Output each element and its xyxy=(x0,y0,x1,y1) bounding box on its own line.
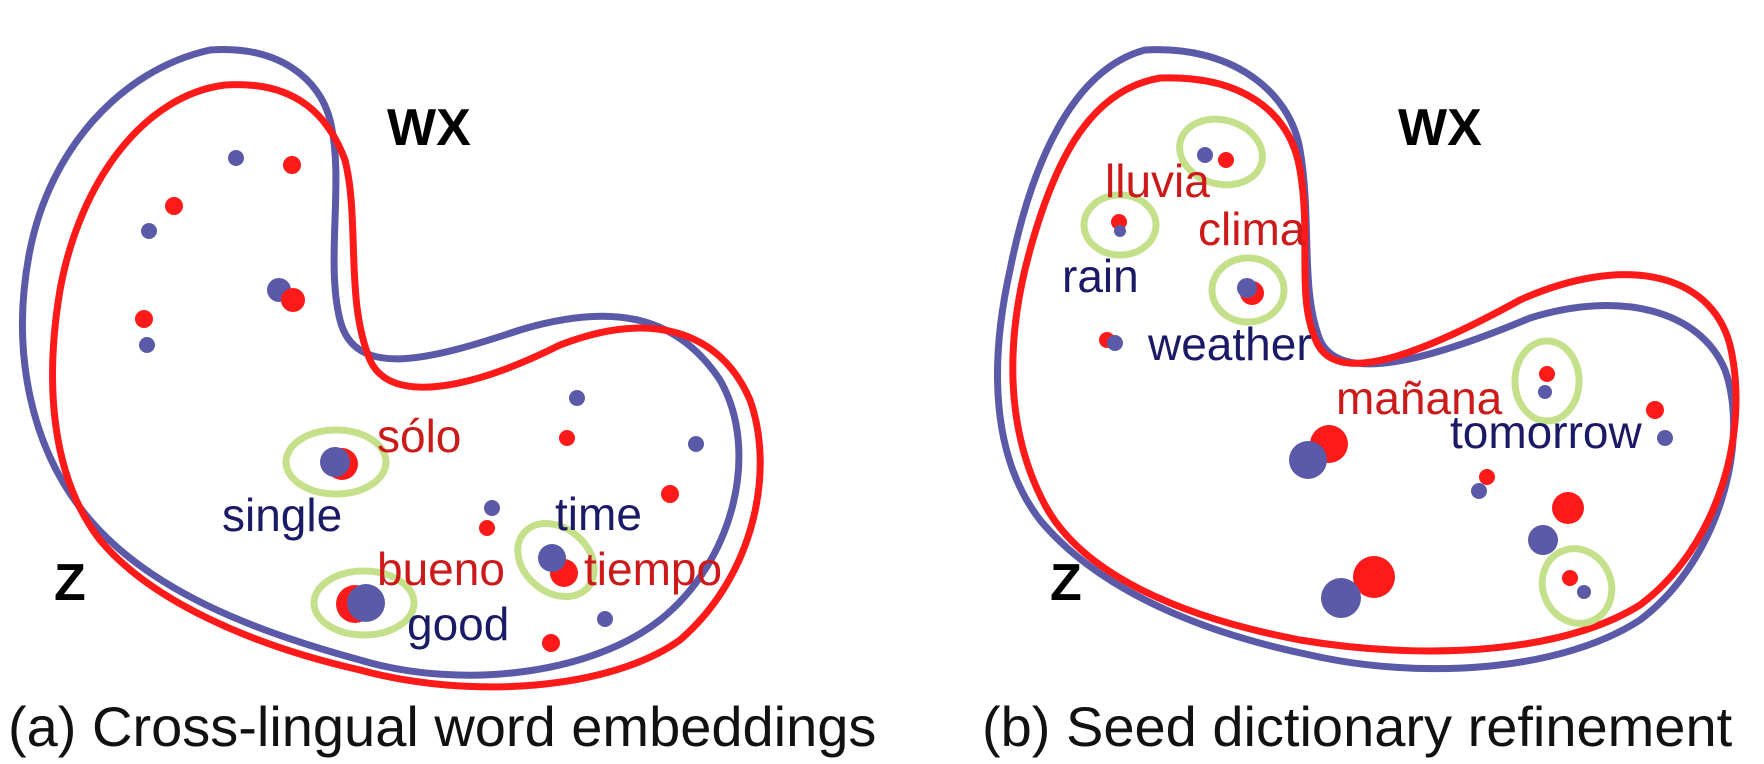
point-es xyxy=(165,197,183,215)
target-space-outline xyxy=(19,46,743,679)
word-label-es: lluvia xyxy=(1105,155,1210,207)
word-label-en: single xyxy=(222,489,342,541)
word-pair-solo-single: sólo single xyxy=(222,410,461,541)
point-en xyxy=(1538,385,1552,399)
word-label-es: mañana xyxy=(1336,372,1503,424)
word-label-en: good xyxy=(407,598,509,650)
source-space-outline xyxy=(1009,74,1740,655)
space-label-z: Z xyxy=(54,554,86,612)
point-es xyxy=(1539,366,1555,382)
word-label-en: rain xyxy=(1062,250,1139,302)
embedding-points xyxy=(135,150,704,652)
word-label-en: weather xyxy=(1147,318,1312,370)
panel-caption: (b) Seed dictionary refinement xyxy=(982,695,1733,758)
point-en xyxy=(1289,441,1327,479)
point-en xyxy=(569,390,585,406)
word-pair-bueno-good: bueno good xyxy=(310,543,509,650)
point-en xyxy=(484,500,500,516)
point-es xyxy=(1479,469,1495,485)
point-es xyxy=(283,156,301,174)
point-es xyxy=(281,288,305,312)
word-pair-manana-tomorrow: mañana tomorrow xyxy=(1336,337,1642,458)
point-en xyxy=(1237,278,1257,298)
space-label-wx: WX xyxy=(1398,99,1482,157)
word-label-es: tiempo xyxy=(584,543,722,595)
point-en xyxy=(597,611,613,627)
point-en xyxy=(141,223,157,239)
highlight-ring xyxy=(1208,254,1288,326)
word-label-es: sólo xyxy=(377,410,461,462)
word-label-es: clima xyxy=(1198,203,1306,255)
point-es xyxy=(661,485,679,503)
point-es xyxy=(542,634,560,652)
word-pair-bottom xyxy=(1538,545,1616,627)
point-es xyxy=(559,430,575,446)
word-label-en: time xyxy=(555,488,642,540)
word-pair-lluvia-rain: lluvia rain xyxy=(1062,155,1210,302)
point-en xyxy=(228,150,244,166)
point-es xyxy=(1646,401,1664,419)
point-es xyxy=(1552,492,1584,524)
panel-caption: (a) Cross-lingual word embeddings xyxy=(8,695,876,758)
target-space-outline xyxy=(994,46,1738,673)
panel-a: sólo single bueno good time tiempo WX Z … xyxy=(8,46,876,758)
point-en xyxy=(1528,525,1558,555)
word-label-en: tomorrow xyxy=(1450,406,1642,458)
word-pair-top xyxy=(1176,115,1266,189)
source-space-outline xyxy=(49,81,764,691)
highlight-ring xyxy=(282,426,390,498)
highlight-ring xyxy=(1511,337,1583,425)
point-en xyxy=(139,337,155,353)
point-en xyxy=(320,447,350,477)
point-en xyxy=(1577,585,1591,599)
highlight-ring xyxy=(1176,115,1266,189)
point-en xyxy=(538,544,566,572)
panel-b: lluvia rain clima weather mañana tomorro… xyxy=(982,46,1740,758)
point-en xyxy=(1321,578,1361,618)
point-es xyxy=(135,310,153,328)
word-pair-tiempo-time: time tiempo xyxy=(514,488,722,600)
word-label-es: bueno xyxy=(377,543,505,595)
embedding-points xyxy=(1099,332,1673,618)
word-pair-clima-weather: clima weather xyxy=(1147,203,1312,370)
point-en xyxy=(1107,335,1123,351)
point-en xyxy=(1657,430,1673,446)
highlight-ring xyxy=(514,520,598,600)
point-en xyxy=(688,436,704,452)
point-es xyxy=(479,520,495,536)
space-label-z: Z xyxy=(1050,554,1082,612)
point-es xyxy=(1562,570,1578,586)
highlight-ring xyxy=(310,567,418,639)
point-es xyxy=(1218,152,1234,168)
highlight-ring xyxy=(1080,191,1160,259)
point-en xyxy=(1114,225,1126,237)
point-en xyxy=(1197,147,1213,163)
highlight-ring xyxy=(1538,545,1616,627)
point-en xyxy=(1471,483,1487,499)
space-label-wx: WX xyxy=(387,99,471,157)
point-en xyxy=(347,584,385,622)
point-es xyxy=(1353,556,1395,598)
